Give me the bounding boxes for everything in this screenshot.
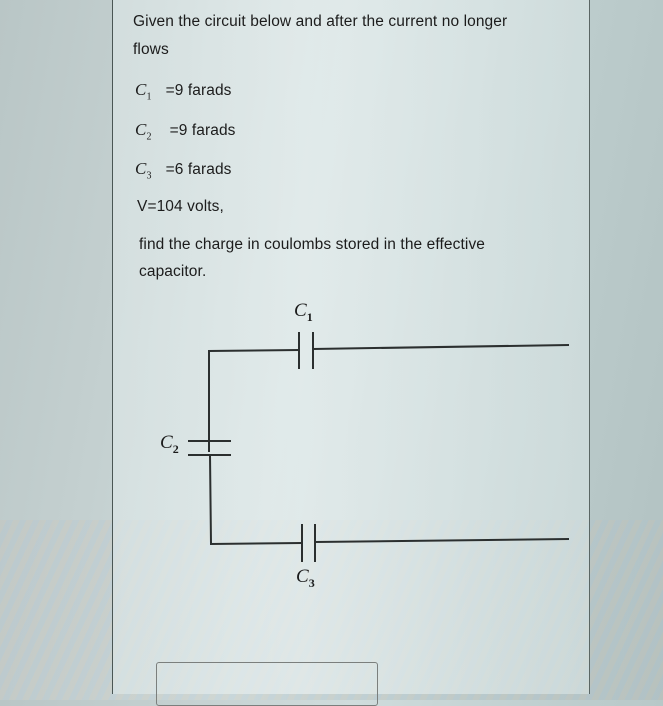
c3-diagram-label: C3: [296, 566, 315, 590]
value-row-c2: C2 =9 farads: [135, 120, 236, 142]
c2-diagram-label: C2: [160, 432, 179, 456]
answer-input[interactable]: [156, 662, 378, 706]
c1-value: =9 farads: [165, 82, 232, 99]
c1-symbol: C1: [135, 80, 152, 103]
c2-value: =9 farads: [169, 122, 236, 139]
c1-diagram-label: C1: [294, 300, 313, 324]
prompt-line-2: capacitor.: [139, 263, 207, 280]
prompt-line-1: find the charge in coulombs stored in th…: [139, 236, 486, 253]
value-row-c1: C1 =9 farads: [135, 80, 232, 102]
value-row-c3: C3 =6 farads: [135, 159, 232, 181]
question-panel: [112, 0, 590, 694]
wire-top-left: [208, 349, 300, 452]
c3-value: =6 farads: [165, 161, 232, 178]
voltage-value: V=104 volts,: [137, 198, 224, 215]
c3-symbol: C3: [135, 159, 152, 182]
wire-top-right: [312, 344, 570, 350]
intro-line-1: Given the circuit below and after the cu…: [133, 13, 508, 30]
intro-line-2: flows: [133, 41, 169, 58]
c2-symbol: C2: [135, 120, 152, 143]
wire-bottom-right: [314, 538, 570, 543]
wire-left-lower: [209, 454, 303, 546]
